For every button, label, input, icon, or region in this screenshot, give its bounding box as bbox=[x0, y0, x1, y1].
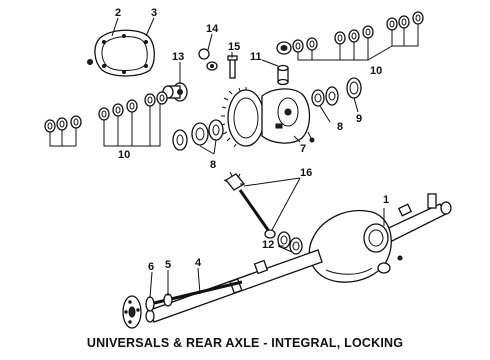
callout-11: 11 bbox=[250, 51, 262, 63]
callout-14: 14 bbox=[206, 23, 219, 35]
carrier-bearing-right bbox=[311, 86, 339, 107]
differential-cover bbox=[87, 29, 155, 77]
pinion-bolt bbox=[227, 55, 238, 79]
callout-8-left: 8 bbox=[210, 159, 216, 171]
wheel-flange bbox=[122, 295, 142, 329]
pinion-bearing bbox=[277, 231, 303, 255]
callout-4: 4 bbox=[195, 257, 202, 269]
carrier-bearing-left bbox=[172, 119, 224, 151]
pinion-nut-washer bbox=[198, 48, 218, 71]
callout-5: 5 bbox=[165, 259, 171, 271]
diagram-caption: UNIVERSALS & REAR AXLE - INTEGRAL, LOCKI… bbox=[86, 336, 404, 350]
callout-9: 9 bbox=[356, 113, 362, 125]
ring-gear bbox=[220, 87, 265, 148]
carrier-bearing-cup bbox=[346, 77, 362, 99]
callout-12: 12 bbox=[262, 239, 274, 251]
case-bolt bbox=[307, 131, 315, 143]
callout-10-right: 10 bbox=[370, 65, 382, 77]
differential-case bbox=[261, 88, 311, 144]
callout-3: 3 bbox=[151, 7, 157, 19]
drive-pinion bbox=[223, 171, 276, 239]
callout-6: 6 bbox=[148, 261, 154, 273]
side-gear bbox=[276, 41, 292, 55]
callout-8-right: 8 bbox=[337, 121, 343, 133]
leader-lines bbox=[111, 17, 385, 299]
callout-1: 1 bbox=[383, 194, 389, 206]
callout-13: 13 bbox=[172, 51, 184, 63]
callout-16: 16 bbox=[300, 167, 312, 179]
axle-housing bbox=[145, 193, 452, 323]
shim-set-left bbox=[44, 91, 168, 147]
differential-pinion-shaft bbox=[277, 64, 289, 86]
callout-7: 7 bbox=[300, 143, 306, 155]
callout-15: 15 bbox=[228, 41, 240, 53]
callout-10-left: 10 bbox=[118, 149, 130, 161]
callout-2: 2 bbox=[115, 7, 121, 19]
shim-set-right bbox=[292, 11, 424, 61]
